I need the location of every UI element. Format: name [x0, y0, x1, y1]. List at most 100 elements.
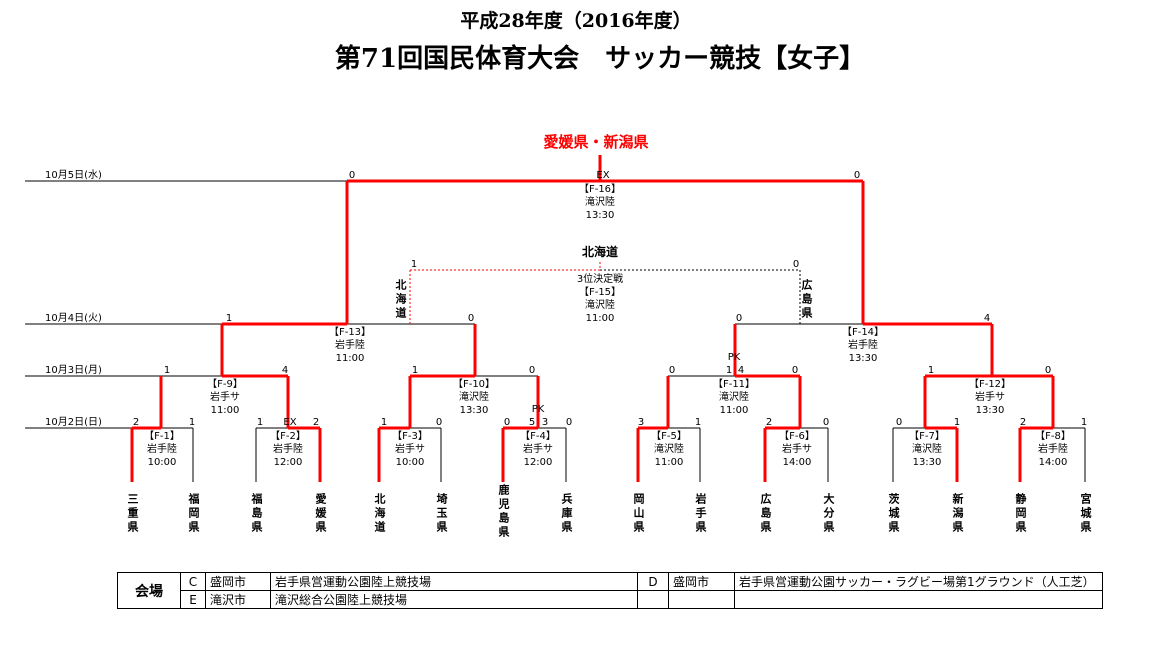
extra-time-note: EX — [283, 417, 297, 428]
team-name: 大分県 — [822, 493, 835, 535]
match-venue: 岩手サ — [782, 444, 812, 455]
venue-code: C — [180, 572, 206, 591]
pk-score: 4 — [737, 365, 745, 376]
match-time: 14:00 — [782, 457, 812, 468]
venue-city: 滝沢市 — [205, 590, 271, 609]
match-venue: 岩手サ — [975, 392, 1005, 403]
team-name: 鹿児島県 — [497, 484, 510, 540]
date-label: 10月3日(月) — [45, 365, 102, 376]
match-time: 12:00 — [523, 457, 553, 468]
score-left: 0 — [348, 170, 356, 181]
score-right: 0 — [1044, 365, 1052, 376]
match-venue: 岩手サ — [523, 444, 553, 455]
match-venue: 滝沢陸 — [585, 197, 615, 208]
score-left: 1 — [163, 365, 171, 376]
team-name: 福島県 — [250, 493, 263, 535]
match-id: 【F-13】 — [328, 327, 372, 338]
score-left: 1 — [225, 313, 233, 324]
score-right: 0 — [435, 417, 443, 428]
match-id: 【F-4】 — [520, 431, 556, 442]
pk-note: PK — [727, 352, 741, 363]
match-venue: 岩手陸 — [848, 340, 878, 351]
pk-score: 3 — [541, 417, 549, 428]
match-venue: 岩手陸 — [273, 444, 303, 455]
team-name: 静岡県 — [1014, 493, 1027, 535]
match-venue: 岩手陸 — [335, 340, 365, 351]
score-left: 0 — [503, 417, 511, 428]
match-venue: 滝沢陸 — [912, 444, 942, 455]
score-left: 2 — [1019, 417, 1027, 428]
match-id: 【F-5】 — [651, 431, 687, 442]
champion-label: 愛媛県・新潟県 — [543, 133, 649, 151]
page-title: 第71回国民体育大会 サッカー競技【女子】 — [334, 44, 866, 74]
match-time: 13:30 — [975, 405, 1005, 416]
third-place-team: 北海道 — [394, 279, 407, 321]
match-time: 11:00 — [719, 405, 749, 416]
match-venue: 滝沢陸 — [459, 392, 489, 403]
match-time: 10:00 — [147, 457, 177, 468]
team-name: 広島県 — [759, 493, 772, 535]
score-left: 1 — [410, 259, 418, 270]
match-time: 10:00 — [395, 457, 425, 468]
empty-cell — [637, 590, 669, 609]
match-venue: 滝沢陸 — [654, 444, 684, 455]
team-name: 岩手県 — [694, 493, 707, 535]
match-time: 11:00 — [210, 405, 240, 416]
team-name: 岡山県 — [632, 493, 645, 535]
score-left: 1 — [411, 365, 419, 376]
match-venue: 岩手陸 — [147, 444, 177, 455]
match-id: 【F-10】 — [452, 379, 496, 390]
third-place-title: 3位決定戦 — [576, 274, 624, 285]
score-right: 1 — [694, 417, 702, 428]
venue-name: 岩手県営運動公園サッカー・ラグビー場第1グラウンド（人工芝） — [734, 572, 1103, 591]
empty-cell — [734, 590, 1103, 609]
match-id: 【F-14】 — [841, 327, 885, 338]
pk-note: PK — [531, 404, 545, 415]
match-time: 13:30 — [912, 457, 942, 468]
score-right: 1 — [953, 417, 961, 428]
match-venue: 岩手陸 — [1038, 444, 1068, 455]
match-time: 13:30 — [459, 405, 489, 416]
match-venue: 滝沢陸 — [585, 300, 615, 311]
score-left: 1 — [256, 417, 264, 428]
score-right: 1 — [188, 417, 196, 428]
score-right: 0 — [467, 313, 475, 324]
score-right: 4 — [281, 365, 289, 376]
subtitle: 平成28年度（2016年度） — [460, 10, 692, 32]
match-venue: 岩手サ — [395, 444, 425, 455]
score-right: 0 — [565, 417, 573, 428]
score-right: 0 — [822, 417, 830, 428]
venue-header: 会場 — [117, 572, 181, 609]
pk-score: 5 — [528, 417, 536, 428]
venue-city: 盛岡市 — [668, 572, 735, 591]
score-right: 1 — [1080, 417, 1088, 428]
team-name: 茨城県 — [887, 493, 900, 535]
score-right: 2 — [312, 417, 320, 428]
match-time: 13:30 — [585, 210, 615, 221]
match-time: 11:00 — [654, 457, 684, 468]
score-right: 0 — [528, 365, 536, 376]
team-name: 埼玉県 — [435, 493, 448, 535]
venue-name: 岩手県営運動公園陸上競技場 — [270, 572, 638, 591]
score-left: 2 — [765, 417, 773, 428]
empty-cell — [668, 590, 735, 609]
match-time: 14:00 — [1038, 457, 1068, 468]
date-label: 10月2日(日) — [45, 417, 102, 428]
match-time: 13:30 — [848, 353, 878, 364]
score-left: 0 — [895, 417, 903, 428]
score-left: 1 — [380, 417, 388, 428]
team-name: 愛媛県 — [314, 493, 327, 535]
team-name: 三重県 — [126, 493, 139, 535]
venue-table: 会場 C 盛岡市 岩手県営運動公園陸上競技場 D 盛岡市 岩手県営運動公園サッカ… — [117, 572, 1103, 609]
team-name: 北海道 — [373, 493, 386, 535]
team-name: 新潟県 — [951, 493, 964, 535]
score-right: 0 — [853, 170, 861, 181]
team-name: 兵庫県 — [560, 493, 573, 535]
date-label: 10月5日(水) — [45, 170, 102, 181]
third-place-team: 広島県 — [800, 279, 813, 321]
match-time: 11:00 — [585, 313, 615, 324]
match-id: 【F-15】 — [578, 287, 622, 298]
score-right: 0 — [792, 259, 800, 270]
match-id: 【F-6】 — [779, 431, 815, 442]
